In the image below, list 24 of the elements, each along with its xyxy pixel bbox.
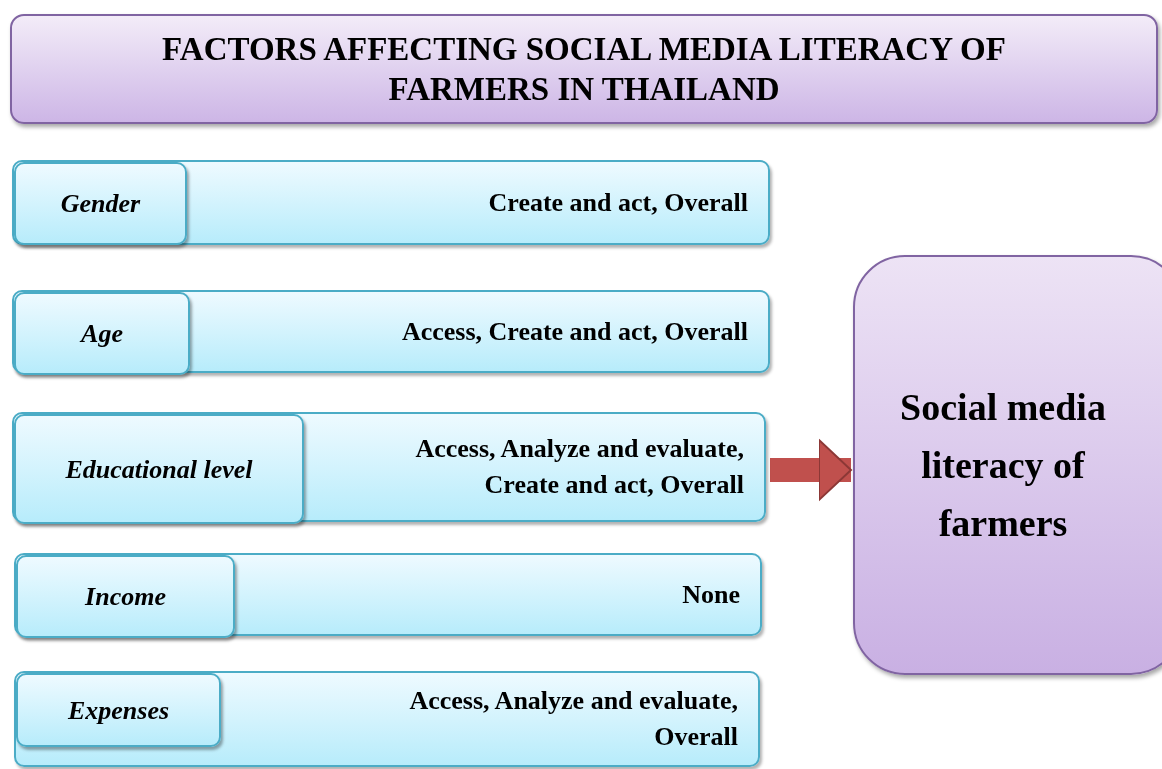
factor-tab [14,414,304,524]
factor-label: Income [85,581,166,613]
outcome-box [853,255,1162,675]
dimension-text: Access, Analyze and evaluate, Overall [408,685,738,753]
factor-label: Gender [60,188,141,220]
factor-bar [14,671,760,767]
factor-tab [16,555,235,638]
dimension-text: None [681,578,740,611]
dimension-text: Access, Analyze and evaluate, Create and act, Overall [414,433,744,501]
block-arrow [770,439,852,501]
factor-bar [12,290,770,373]
factor-label: Expenses [67,694,170,727]
title-text: FACTORS AFFECTING SOCIAL MEDIA LITERACY OF FARMERS IN THAILAND [161,30,1007,109]
factor-tab [16,673,221,747]
factor-tab [14,292,190,375]
factor-bar [14,553,762,636]
factor-bar [12,160,770,245]
factor-label: Age [81,318,123,350]
factor-tab [14,162,187,245]
factor-label: Educational level [65,453,253,486]
outcome-text: Social media literacy of farmers [899,385,1107,546]
dimension-text: Create and act, Overall [487,186,748,219]
dimension-text: Access, Create and act, Overall [400,315,748,348]
factor-bar [12,412,766,522]
